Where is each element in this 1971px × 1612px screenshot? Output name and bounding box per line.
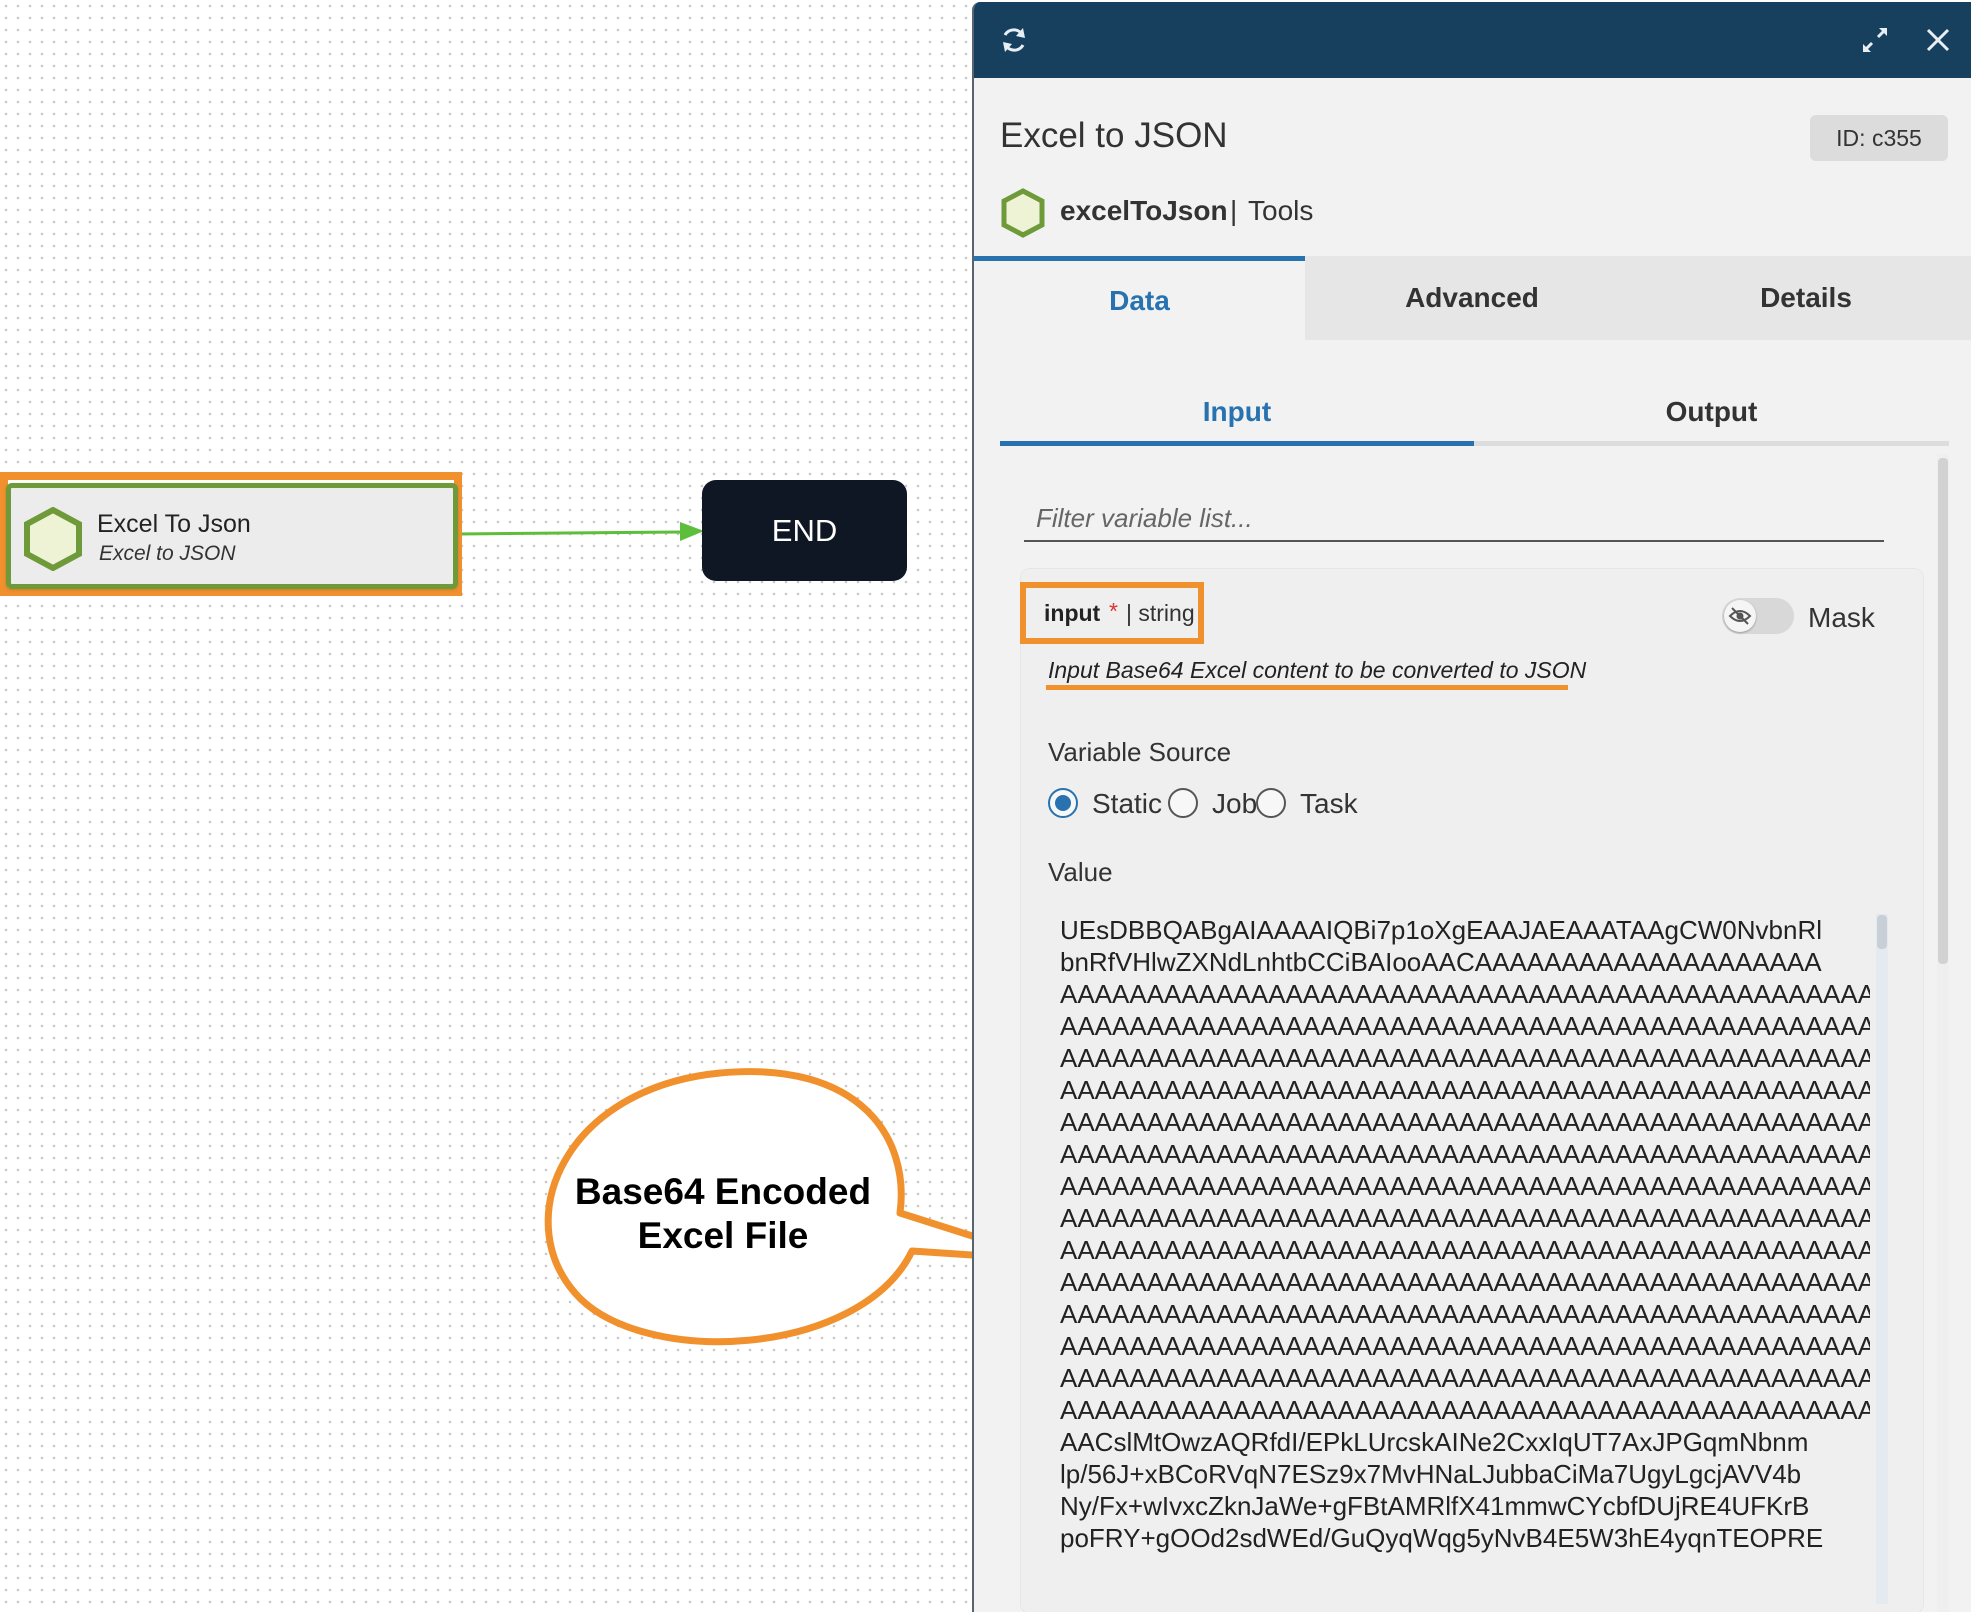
value-line: Ny/Fx+wIvxcZknJaWe+gFBtAMRlfX41mmwCYcbfD… [1060,1491,1810,1521]
callout-line-2: Excel File [637,1215,809,1256]
value-line: AAAAAAAAAAAAAAAAAAAAAAAAAAAAAAAAAAAAAAAA… [1060,1267,1870,1297]
mask-toggle[interactable] [1722,598,1794,634]
hexagon-icon [1001,188,1045,238]
end-node-label: END [771,512,838,548]
node-subtitle: Excel to JSON [99,542,236,565]
variable-highlight-box [1020,582,1204,644]
value-line: bnRfVHlwZXNdLnhtbCCiBAIooAACAAAAAAAAAAAA… [1060,947,1822,977]
radio-static[interactable] [1048,788,1078,818]
value-line: AAAAAAAAAAAAAAAAAAAAAAAAAAAAAAAAAAAAAAAA… [1060,1107,1870,1137]
subtab-output[interactable]: Output [1665,396,1758,427]
panel-header [974,2,1971,78]
node-highlight-box [0,472,462,596]
tab-data[interactable]: Data [974,256,1305,340]
value-scrollbar[interactable] [1876,914,1888,1604]
radio-task-label[interactable]: Task [1300,788,1358,819]
variable-name: input [1044,600,1101,626]
close-icon[interactable] [1922,24,1954,56]
value-label: Value [1048,857,1113,887]
value-line: AACslMtOwzAQRfdI/EPkLUrcskAINe2CxxIqUT7A… [1060,1427,1809,1457]
value-line: AAAAAAAAAAAAAAAAAAAAAAAAAAAAAAAAAAAAAAAA… [1060,1235,1870,1265]
end-node[interactable]: END [702,480,907,581]
value-line: AAAAAAAAAAAAAAAAAAAAAAAAAAAAAAAAAAAAAAAA… [1060,1139,1870,1169]
value-line: AAAAAAAAAAAAAAAAAAAAAAAAAAAAAAAAAAAAAAAA… [1060,1043,1870,1073]
value-line: AAAAAAAAAAAAAAAAAAAAAAAAAAAAAAAAAAAAAAAA… [1060,1363,1870,1393]
variable-source-label: Variable Source [1048,737,1232,767]
mask-label: Mask [1808,602,1875,633]
value-line: poFRY+gOOd2sdWEd/GuQyqWqg5yNvB4E5W3hE4yq… [1060,1523,1824,1553]
value-line: AAAAAAAAAAAAAAAAAAAAAAAAAAAAAAAAAAAAAAAA… [1060,1011,1870,1041]
value-line: AAAAAAAAAAAAAAAAAAAAAAAAAAAAAAAAAAAAAAAA… [1060,1395,1870,1425]
subtab-input[interactable]: Input [1202,396,1272,427]
id-badge: ID: c355 [1810,115,1948,161]
value-scrollbar-thumb[interactable] [1877,915,1887,949]
variable-card [1020,568,1924,1612]
component-name: excelToJson [1060,195,1228,226]
node-title: Excel To Json [97,510,251,538]
tab-details[interactable]: Details [1639,256,1971,340]
callout-bubble [544,1068,1050,1346]
value-line: AAAAAAAAAAAAAAAAAAAAAAAAAAAAAAAAAAAAAAAA… [1060,1075,1870,1105]
value-line: AAAAAAAAAAAAAAAAAAAAAAAAAAAAAAAAAAAAAAAA… [1060,1171,1870,1201]
required-marker: * [1109,598,1118,624]
component-separator: | [1230,195,1238,226]
eye-slash-icon [1728,607,1752,625]
properties-panel: Excel to JSON ID: c355 excelToJson | Too… [972,2,1971,1612]
panel-scrollbar-thumb[interactable] [1938,458,1948,964]
expand-icon[interactable] [1859,24,1891,56]
value-line: lp/56J+xBCoRVqN7ESz9x7MvHNaLJubbaCiMa7Ug… [1060,1459,1802,1489]
callout-line-1: Base64 Encoded [574,1171,872,1212]
mask-toggle-knob [1724,600,1756,632]
filter-variable-input[interactable] [1024,496,1884,542]
panel-tabs: Data Advanced Details [974,256,1971,340]
value-line: AAAAAAAAAAAAAAAAAAAAAAAAAAAAAAAAAAAAAAAA… [1060,979,1870,1009]
variable-description: Input Base64 Excel content to be convert… [1048,657,1587,683]
value-line: UEsDBBQABgAIAAAAIQBi7p1oXgEAAJAEAAATAAgC… [1060,915,1823,945]
workflow-node-excel-to-json[interactable]: Excel To Json Excel to JSON [6,483,458,589]
radio-job-label[interactable]: Job [1212,788,1258,819]
radio-job[interactable] [1168,788,1198,818]
refresh-icon[interactable] [998,24,1030,56]
panel-title: Excel to JSON [1000,116,1228,155]
radio-static-label[interactable]: Static [1092,788,1163,819]
radio-task[interactable] [1256,788,1286,818]
component-category: Tools [1248,195,1314,226]
description-highlight-underline [1046,685,1568,690]
callout-text: Base64 Encoded Excel File [548,1170,898,1258]
subtab-active-indicator [1000,441,1474,446]
hexagon-icon [24,507,82,571]
value-line: AAAAAAAAAAAAAAAAAAAAAAAAAAAAAAAAAAAAAAAA… [1060,1331,1870,1361]
subtab-divider [1000,441,1949,446]
tab-advanced[interactable]: Advanced [1305,256,1639,340]
value-line: AAAAAAAAAAAAAAAAAAAAAAAAAAAAAAAAAAAAAAAA… [1060,1203,1870,1233]
value-line: AAAAAAAAAAAAAAAAAAAAAAAAAAAAAAAAAAAAAAAA… [1060,1299,1870,1329]
value-textarea[interactable]: UEsDBBQABgAIAAAAIQBi7p1oXgEAAJAEAAATAAgC… [1060,914,1870,1604]
variable-type: | string [1126,600,1195,626]
